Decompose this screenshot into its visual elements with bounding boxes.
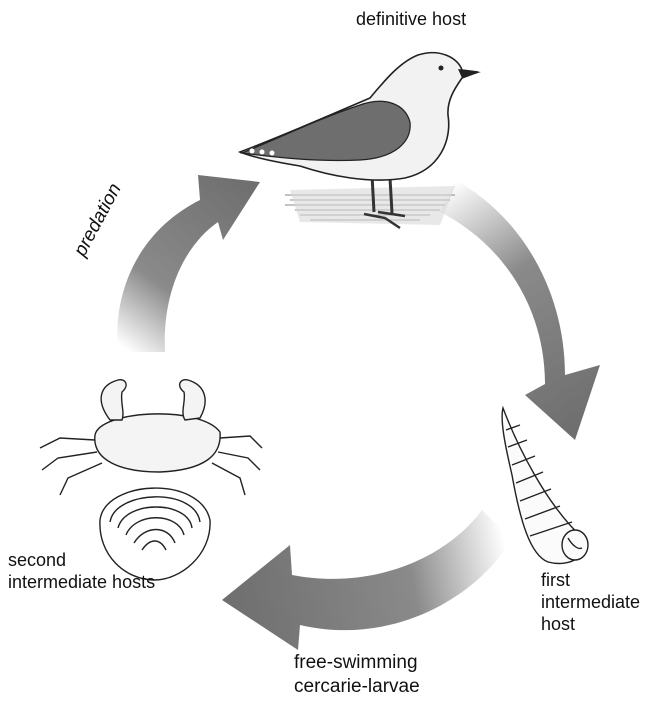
label-free-swimming-larvae: free-swimming cercarie-larvae <box>294 651 420 699</box>
label-second-intermediate-hosts: second intermediate hosts <box>8 549 155 593</box>
larvae-arrow <box>222 510 512 650</box>
gull-illustration <box>240 53 481 228</box>
gull-to-snail-arrow <box>440 180 600 440</box>
predation-arrow <box>117 175 260 352</box>
crab-illustration <box>40 380 262 495</box>
label-definitive-host: definitive host <box>356 8 466 30</box>
label-first-intermediate-host: first intermediate host <box>541 569 640 635</box>
